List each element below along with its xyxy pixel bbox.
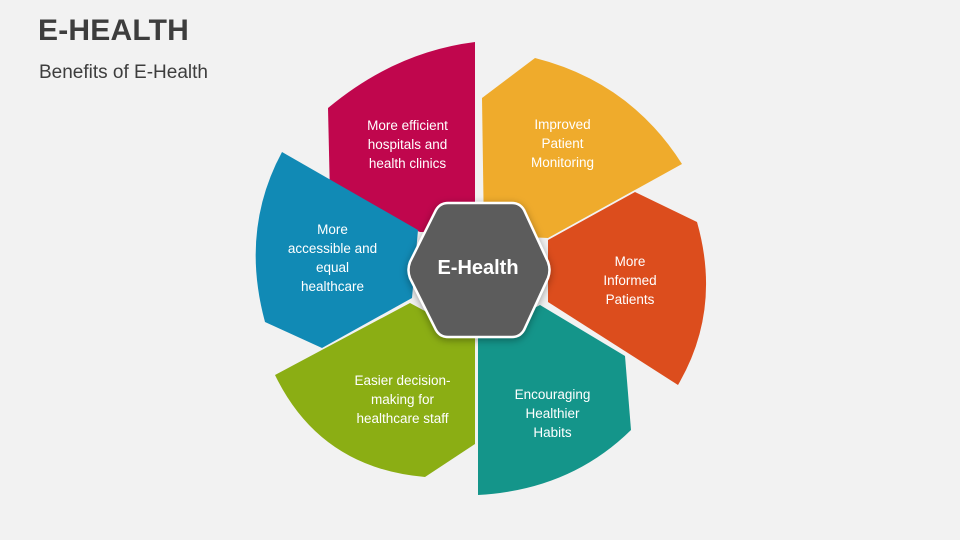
petal-label-efficient-hospitals: More efficient hospitals and health clin… bbox=[367, 118, 448, 171]
petal-decision-making bbox=[275, 303, 475, 477]
page-title: E-HEALTH bbox=[38, 14, 190, 47]
petal-accessible-healthcare bbox=[255, 152, 418, 348]
page-subtitle: Benefits of E-Health bbox=[39, 62, 208, 83]
petal-patient-monitoring bbox=[482, 58, 682, 238]
petal-label-informed-patients: More Informed Patients bbox=[603, 254, 657, 307]
petal-label-healthier-habits: Encouraging Healthier Habits bbox=[514, 387, 591, 440]
hub-hexagon bbox=[407, 201, 551, 339]
petal-informed-patients bbox=[548, 192, 707, 385]
petal-label-decision-making: Easier decision- making for healthcare s… bbox=[354, 373, 451, 426]
petal-efficient-hospitals bbox=[328, 42, 475, 232]
petal-healthier-habits bbox=[478, 305, 631, 495]
hub-label: E-Health bbox=[437, 257, 519, 279]
petal-label-accessible-healthcare: More accessible and equal healthcare bbox=[287, 222, 378, 294]
petal-label-patient-monitoring: Improved Patient Monitoring bbox=[530, 117, 595, 170]
